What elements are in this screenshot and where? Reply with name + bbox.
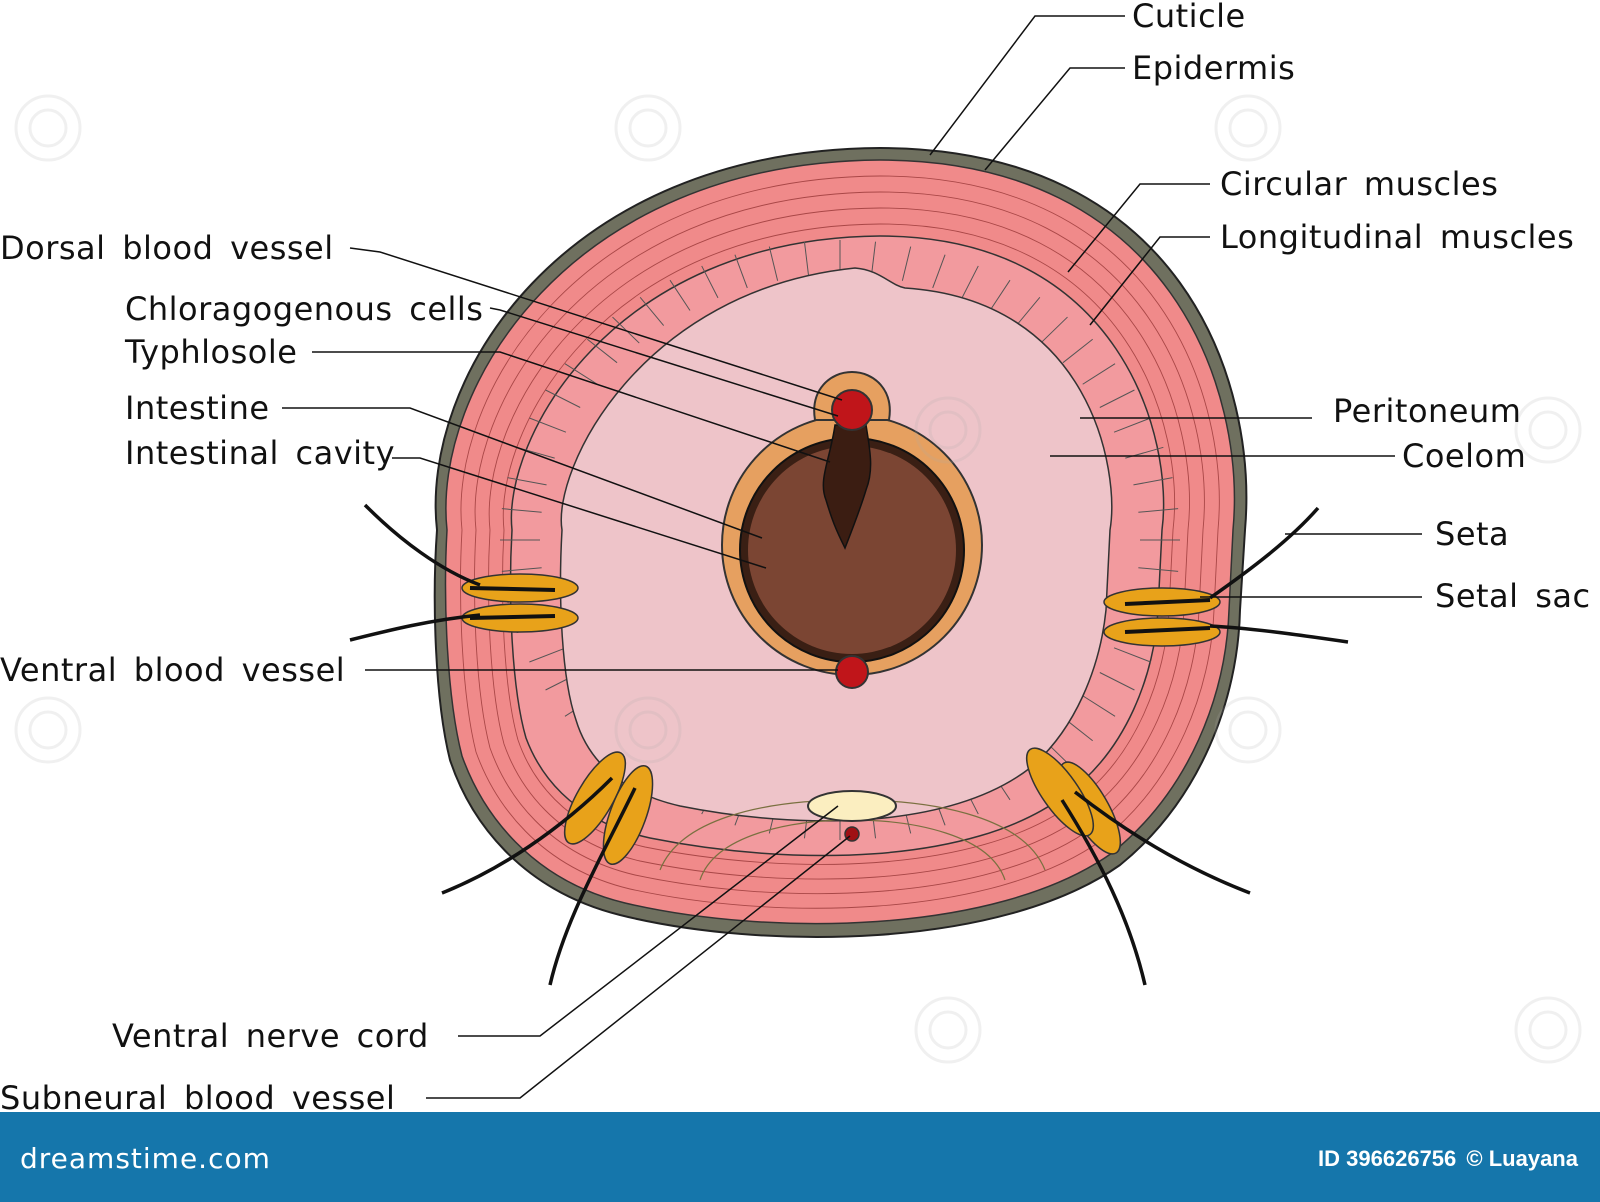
intestinal-cavity-fill	[748, 446, 956, 654]
brand-logo-text[interactable]: dreamstime.com	[20, 1142, 271, 1175]
seta-left-upper	[363, 503, 481, 587]
muscle-block-divider	[501, 508, 542, 513]
seta-bottom-right-2	[1060, 799, 1147, 986]
seta-bottom-right-1	[1073, 790, 1251, 895]
setal-sac-right	[1103, 587, 1221, 647]
muscle-block-divider	[1133, 477, 1173, 486]
seta-left-lower	[349, 613, 481, 642]
label-seta: Seta	[1435, 515, 1510, 553]
label-subneural-blood-vessel: Subneural blood vessel	[0, 1079, 396, 1117]
muscle-block-divider	[768, 246, 779, 281]
muscle-block-divider	[870, 241, 877, 277]
seta-right-upper	[1208, 506, 1320, 600]
muscle-block-divider	[989, 279, 1011, 311]
muscle-block-divider	[529, 417, 567, 433]
footer-bar: dreamstime.com ID 396626756 © Luayana	[0, 1112, 1600, 1202]
muscle-block-divider	[545, 389, 581, 408]
earthworm-cross-section-diagram: Cuticle Epidermis Circular muscles Longi…	[0, 0, 1591, 1117]
muscle-block-divider	[1082, 363, 1116, 385]
muscle-block-divider	[507, 477, 547, 486]
setal-sac-left	[461, 573, 579, 633]
label-dorsal-blood-vessel: Dorsal blood vessel	[0, 229, 334, 267]
label-coelom: Coelom	[1402, 437, 1527, 475]
muscle-block-divider	[1015, 296, 1041, 326]
muscle-block-divider	[1113, 647, 1151, 663]
muscle-block-divider	[639, 296, 665, 326]
muscle-block-divider	[564, 363, 598, 385]
muscle-block-divider	[803, 241, 810, 277]
muscle-block-divider	[901, 246, 912, 281]
seta-bottom-left-2	[548, 787, 637, 986]
leader-lines	[282, 15, 1422, 1099]
dorsal-blood-vessel	[831, 389, 873, 431]
label-peritoneum: Peritoneum	[1333, 392, 1522, 430]
muscle-block-divider	[1040, 316, 1068, 344]
muscle-block-divider	[1113, 417, 1151, 433]
muscle-block-divider	[961, 265, 979, 299]
muscle-block-divider	[1138, 508, 1179, 513]
muscle-block-divider	[669, 279, 691, 311]
copyright-author: © Luayana	[1466, 1146, 1578, 1171]
ventral-nerve-cord	[807, 790, 897, 822]
image-id: ID 396626756	[1318, 1146, 1457, 1171]
muscle-block-divider	[1099, 389, 1135, 408]
label-epidermis: Epidermis	[1132, 49, 1296, 87]
muscle-block-divider	[1099, 672, 1135, 691]
label-intestinal-cavity: Intestinal cavity	[125, 434, 396, 472]
label-longitudinal-muscles: Longitudinal muscles	[1220, 218, 1575, 256]
image-credit: ID 396626756 © Luayana	[1314, 1146, 1578, 1172]
nerve-cord-group	[659, 790, 1046, 881]
seta-bottom-left-1	[441, 776, 614, 895]
label-ventral-nerve-cord: Ventral nerve cord	[112, 1017, 429, 1055]
label-ventral-blood-vessel: Ventral blood vessel	[0, 651, 346, 689]
setae-group	[349, 503, 1349, 986]
watermark	[14, 94, 1582, 1064]
diagram-drawing	[14, 15, 1582, 1099]
label-chloragogenous-cells: Chloragogenous cells	[125, 290, 484, 328]
muscle-block-divider	[1138, 567, 1179, 572]
muscle-block-divider	[529, 647, 567, 663]
typhlosole-fold	[822, 424, 872, 550]
ventral-blood-vessel	[835, 655, 869, 689]
label-intestine: Intestine	[125, 389, 270, 427]
muscle-block-divider	[734, 254, 748, 289]
seta-right-lower	[1209, 624, 1349, 644]
label-setal-sac: Setal sac	[1435, 577, 1591, 615]
muscle-block-divider	[701, 265, 719, 299]
label-typhlosole: Typhlosole	[125, 333, 298, 371]
muscle-block-divider	[1062, 338, 1093, 364]
label-cuticle: Cuticle	[1132, 0, 1246, 35]
label-circular-muscles: Circular muscles	[1220, 165, 1499, 203]
muscle-block-divider	[501, 567, 542, 572]
muscle-block-divider	[1082, 695, 1116, 717]
muscle-block-divider	[587, 338, 618, 364]
muscle-block-divider	[932, 254, 946, 289]
intestine-group	[721, 370, 983, 689]
